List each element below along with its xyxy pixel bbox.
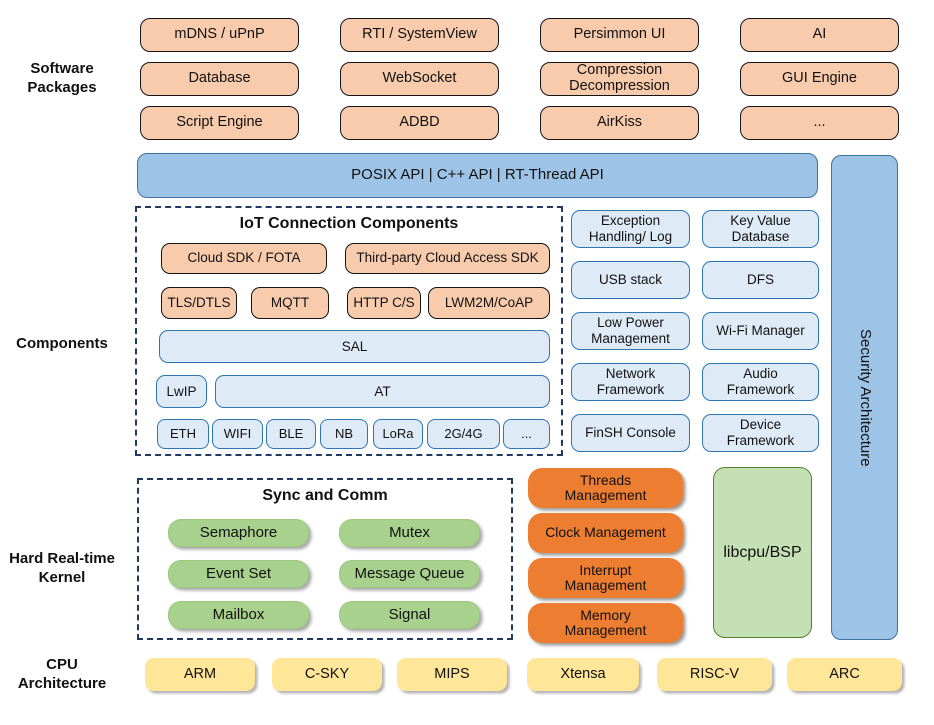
package-script-engine: Script Engine — [140, 106, 299, 140]
at-bar: AT — [215, 375, 550, 408]
device-framework-box: Device Framework — [702, 414, 819, 452]
libcpu-bsp-box: libcpu/BSP — [713, 467, 812, 638]
api-bar: POSIX API | C++ API | RT-Thread API — [137, 153, 818, 198]
mutex-box: Mutex — [339, 519, 480, 547]
http-cs-box: HTTP C/S — [347, 287, 421, 319]
low-power-management-box: Low Power Management — [571, 312, 690, 350]
cpu-arc-box: ARC — [787, 658, 902, 691]
semaphore-box: Semaphore — [168, 519, 309, 547]
package-airkiss: AirKiss — [540, 106, 699, 140]
cpu-mips-box: MIPS — [397, 658, 507, 691]
interrupt-management-box: Interrupt Management — [528, 558, 683, 598]
sync-and-comm-frame: Sync and Comm Semaphore Mutex Event Set … — [137, 478, 513, 640]
iot-frame-title: IoT Connection Components — [239, 215, 459, 232]
lwm2m-coap-box: LWM2M/CoAP — [428, 287, 550, 319]
third-party-cloud-sdk-box: Third-party Cloud Access SDK — [345, 243, 550, 274]
wifi-manager-box: Wi-Fi Manager — [702, 312, 819, 350]
section-label-components: Components — [16, 335, 108, 352]
tls-dtls-box: TLS/DTLS — [161, 287, 237, 319]
section-label-kernel: Hard Real-time Kernel — [9, 550, 115, 586]
key-value-database-box: Key Value Database — [702, 210, 819, 248]
cpu-arm-box: ARM — [145, 658, 255, 691]
package-persimmon-ui: Persimmon UI — [540, 18, 699, 52]
iot-connection-components-frame: IoT Connection Components Cloud SDK / FO… — [135, 206, 563, 456]
package-websocket: WebSocket — [340, 62, 499, 96]
package-gui-engine: GUI Engine — [740, 62, 899, 96]
cpu-xtensa-box: Xtensa — [527, 658, 639, 691]
package-mdns-upnp: mDNS / uPnP — [140, 18, 299, 52]
package-adbd: ADBD — [340, 106, 499, 140]
ble-box: BLE — [266, 419, 316, 449]
section-label-software-packages: Software Packages — [27, 60, 97, 96]
package-more: ... — [740, 106, 899, 140]
mqtt-box: MQTT — [251, 287, 329, 319]
package-database: Database — [140, 62, 299, 96]
lora-box: LoRa — [373, 419, 423, 449]
cpu-riscv-box: RISC-V — [657, 658, 772, 691]
network-framework-box: Network Framework — [571, 363, 690, 401]
message-queue-box: Message Queue — [339, 560, 480, 588]
lwip-box: LwIP — [156, 375, 207, 408]
audio-framework-box: Audio Framework — [702, 363, 819, 401]
cpu-csky-box: C-SKY — [272, 658, 382, 691]
2g4g-box: 2G/4G — [427, 419, 500, 449]
usb-stack-box: USB stack — [571, 261, 690, 299]
cloud-sdk-fota-box: Cloud SDK / FOTA — [161, 243, 327, 274]
eth-box: ETH — [157, 419, 209, 449]
component-services-grid: Exception Handling/ Log Key Value Databa… — [571, 210, 819, 452]
package-rti-systemview: RTI / SystemView — [340, 18, 499, 52]
security-architecture-label: Security Architecture — [856, 328, 874, 467]
memory-management-box: Memory Management — [528, 603, 683, 643]
software-packages-grid: mDNS / uPnP RTI / SystemView Persimmon U… — [140, 18, 899, 140]
package-compression: Compression Decompression — [540, 62, 699, 96]
event-set-box: Event Set — [168, 560, 309, 588]
wifi-box: WIFI — [212, 419, 263, 449]
section-label-cpu: CPU Architecture — [17, 656, 107, 692]
security-architecture-bar: Security Architecture — [831, 155, 898, 640]
phy-more-box: ... — [503, 419, 550, 449]
exception-handling-log-box: Exception Handling/ Log — [571, 210, 690, 248]
mailbox-box: Mailbox — [168, 601, 309, 629]
sal-bar: SAL — [159, 330, 550, 363]
dfs-box: DFS — [702, 261, 819, 299]
nb-box: NB — [320, 419, 368, 449]
finsh-console-box: FinSH Console — [571, 414, 690, 452]
threads-management-box: Threads Management — [528, 468, 683, 508]
package-ai: AI — [740, 18, 899, 52]
clock-management-box: Clock Management — [528, 513, 683, 553]
signal-box: Signal — [339, 601, 480, 629]
sync-frame-title: Sync and Comm — [262, 487, 388, 504]
